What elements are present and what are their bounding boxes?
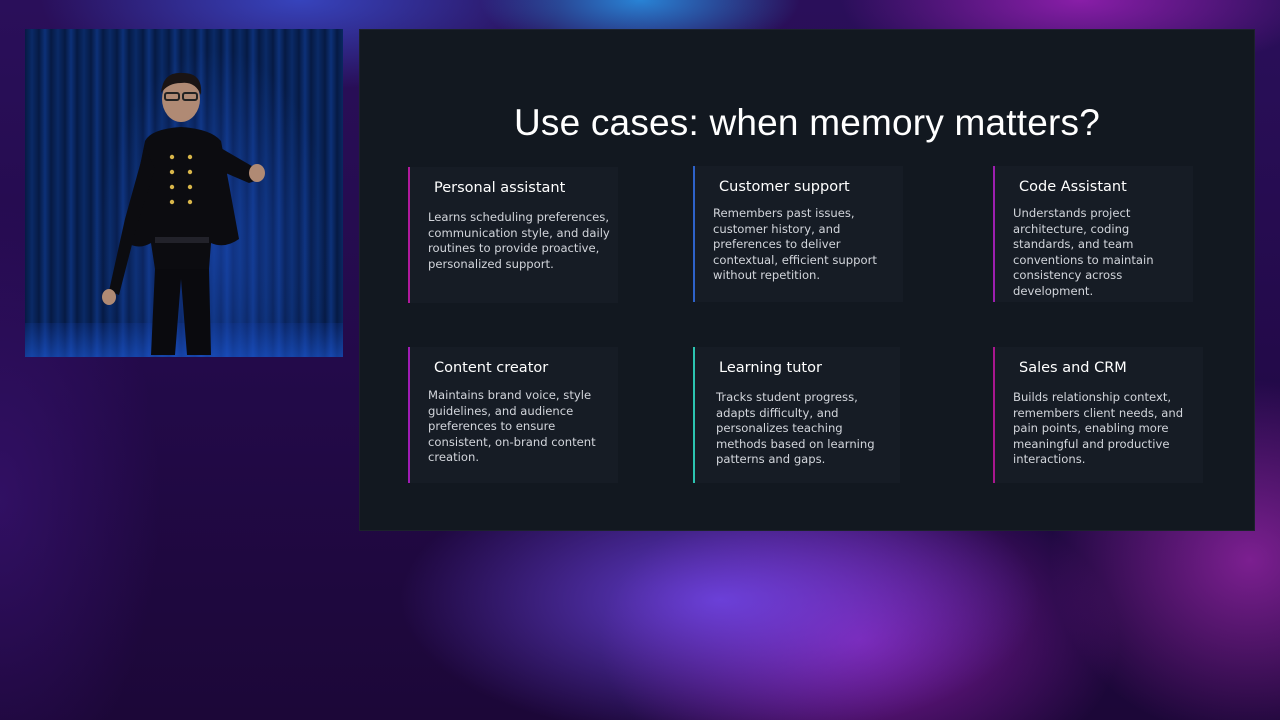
card-title: Customer support — [719, 179, 850, 195]
use-case-card-content-creator: Content creator Maintains brand voice, s… — [408, 347, 618, 483]
card-description: Understands project architecture, coding… — [1013, 206, 1154, 298]
speaker-video-feed — [25, 29, 343, 357]
stage-floor — [25, 323, 343, 357]
speaker-figure — [102, 72, 265, 355]
use-case-card-code-assistant: Code Assistant Understands project archi… — [993, 166, 1193, 302]
card-description: Learns scheduling preferences, communica… — [428, 210, 610, 271]
card-description: Tracks student progress, adapts difficul… — [716, 390, 875, 467]
slide-title: Use cases: when memory matters? — [513, 102, 1101, 143]
card-title: Sales and CRM — [1019, 360, 1127, 376]
card-description: Builds relationship context, remembers c… — [1013, 390, 1184, 467]
use-case-card-learning-tutor: Learning tutor Tracks student progress, … — [693, 347, 900, 483]
card-title: Content creator — [434, 360, 549, 376]
use-case-card-sales-crm: Sales and CRM Builds relationship contex… — [993, 347, 1203, 483]
card-title: Learning tutor — [719, 360, 822, 376]
card-title: Code Assistant — [1019, 179, 1127, 195]
card-description: Maintains brand voice, style guidelines,… — [428, 388, 596, 465]
card-title: Personal assistant — [434, 180, 566, 196]
use-case-card-personal-assistant: Personal assistant Learns scheduling pre… — [408, 167, 618, 303]
use-case-card-customer-support: Customer support Remembers past issues, … — [693, 166, 903, 302]
presentation-slide: Use cases: when memory matters? Personal… — [359, 29, 1255, 531]
card-description: Remembers past issues, customer history,… — [713, 206, 877, 283]
